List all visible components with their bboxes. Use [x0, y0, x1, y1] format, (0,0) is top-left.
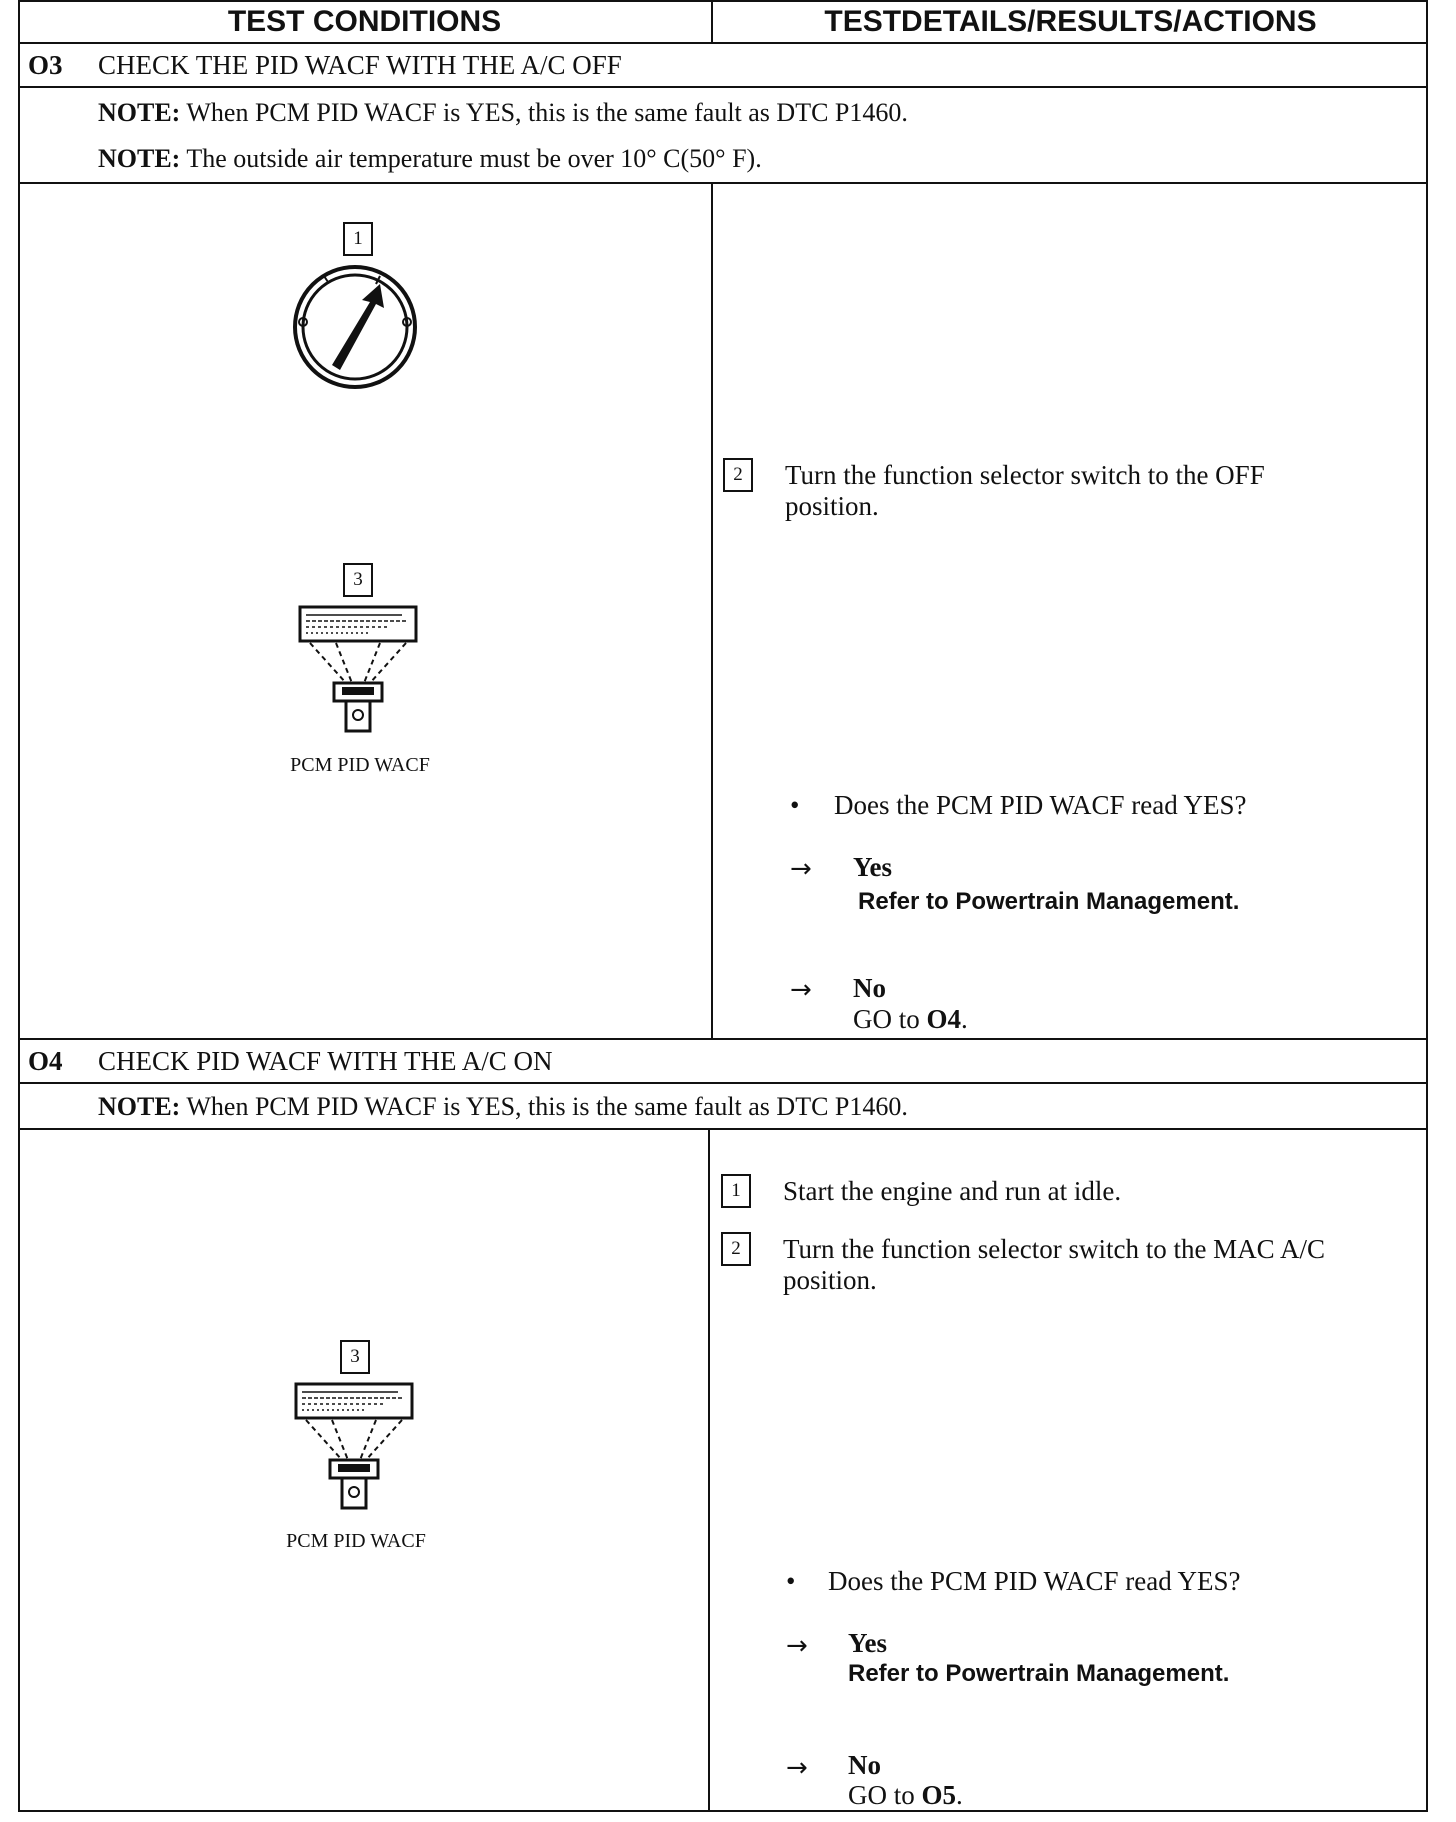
step-number-box: 1 [721, 1174, 751, 1208]
header-column-divider [711, 0, 713, 42]
o4-note-1: NOTE: When PCM PID WACF is YES, this is … [98, 1092, 908, 1122]
header-test-conditions: TEST CONDITIONS [227, 5, 502, 38]
o4-answer-yes: Yes [848, 1628, 887, 1658]
o4-instruction-2: 2 Turn the function selector switch to t… [721, 1232, 1421, 1304]
o3-answer-no: No [853, 973, 886, 1003]
goto-suffix: . [956, 1780, 963, 1810]
o4-notes-divider [18, 1128, 1428, 1130]
scan-tool-icon [298, 605, 418, 733]
o4-answer-no: No [848, 1750, 881, 1780]
callout-box: 3 [340, 1340, 370, 1374]
table-top-rule [18, 0, 1428, 2]
goto-prefix: GO to [848, 1780, 922, 1810]
o3-column-divider [711, 182, 713, 1038]
diagnostic-table: TEST CONDITIONS TESTDETAILS/RESULTS/ACTI… [18, 0, 1428, 1812]
o3-yes-arrow-icon: → [790, 854, 812, 884]
o4-no-arrow-icon: → [786, 1753, 808, 1783]
o4-instruction-1: 1 Start the engine and run at idle. [721, 1174, 1421, 1212]
o3-callout-3: 3 [343, 563, 373, 597]
o3-note-1: NOTE: When PCM PID WACF is YES, this is … [98, 98, 908, 128]
o3-question: Does the PCM PID WACF read YES? [834, 790, 1247, 820]
o3-notes-divider [18, 182, 1428, 184]
note-label: NOTE: [98, 1092, 181, 1121]
o4-question: Does the PCM PID WACF read YES? [828, 1566, 1241, 1596]
o3-bullet: • [790, 790, 800, 820]
o3-answer-yes: Yes [853, 852, 892, 882]
o3-note-2: NOTE: The outside air temperature must b… [98, 144, 762, 174]
instruction-line: position. [783, 1265, 877, 1295]
o3-instruction-2: 2 Turn the function selector switch to t… [723, 458, 1413, 530]
goto-prefix: GO to [853, 1004, 927, 1034]
note-label: NOTE: [98, 144, 181, 173]
o4-start-rule [18, 1038, 1428, 1040]
instruction-line: position. [785, 491, 879, 521]
o4-title-divider [18, 1082, 1428, 1084]
note-text: When PCM PID WACF is YES, this is the sa… [186, 98, 908, 127]
o3-no-action: GO to O4. [853, 1004, 968, 1035]
note-text: The outside air temperature must be over… [186, 144, 762, 173]
table-border [18, 0, 1428, 1812]
o4-no-action: GO to O5. [848, 1780, 963, 1811]
o4-yes-action: Refer to Powertrain Management. [848, 1660, 1230, 1687]
o4-column-divider [708, 1128, 710, 1810]
o3-title-divider [18, 86, 1428, 88]
table-bottom-rule [18, 1810, 1428, 1812]
instruction-text: Start the engine and run at idle. [783, 1176, 1121, 1207]
note-label: NOTE: [98, 98, 181, 127]
o4-illustration-caption: PCM PID WACF [286, 1530, 426, 1552]
instruction-line: Turn the function selector switch to the… [785, 460, 1265, 490]
o3-yes-action: Refer to Powertrain Management. [858, 888, 1240, 915]
step-number-box: 2 [723, 458, 753, 492]
goto-target-link[interactable]: O4 [926, 1004, 962, 1034]
step-title-o3: CHECK THE PID WACF WITH THE A/C OFF [98, 50, 622, 80]
callout-box: 1 [343, 222, 373, 256]
goto-target-link[interactable]: O5 [921, 1780, 957, 1810]
o4-bullet: • [786, 1566, 796, 1596]
step-id-o3: O3 [28, 50, 63, 80]
o3-callout-1: 1 [343, 222, 373, 256]
o4-callout-3: 3 [340, 1340, 370, 1374]
header-test-details: TESTDETAILS/RESULTS/ACTIONS [824, 5, 1317, 38]
instruction-line: Turn the function selector switch to the… [783, 1234, 1325, 1264]
step-title-o4: CHECK PID WACF WITH THE A/C ON [98, 1046, 553, 1076]
instruction-text: Turn the function selector switch to the… [785, 460, 1265, 522]
scan-tool-icon [294, 1382, 414, 1510]
o3-illustration-caption: PCM PID WACF [290, 754, 430, 776]
step-id-o4: O4 [28, 1046, 63, 1076]
header-divider [18, 42, 1428, 44]
goto-suffix: . [961, 1004, 968, 1034]
instruction-text: Turn the function selector switch to the… [783, 1234, 1325, 1296]
o3-no-arrow-icon: → [790, 975, 812, 1005]
ignition-key-icon [293, 265, 417, 389]
o4-yes-arrow-icon: → [786, 1631, 808, 1661]
step-number-box: 2 [721, 1232, 751, 1266]
instruction-line: Start the engine and run at idle. [783, 1176, 1122, 1206]
note-text: When PCM PID WACF is YES, this is the sa… [186, 1092, 908, 1121]
callout-box: 3 [343, 563, 373, 597]
